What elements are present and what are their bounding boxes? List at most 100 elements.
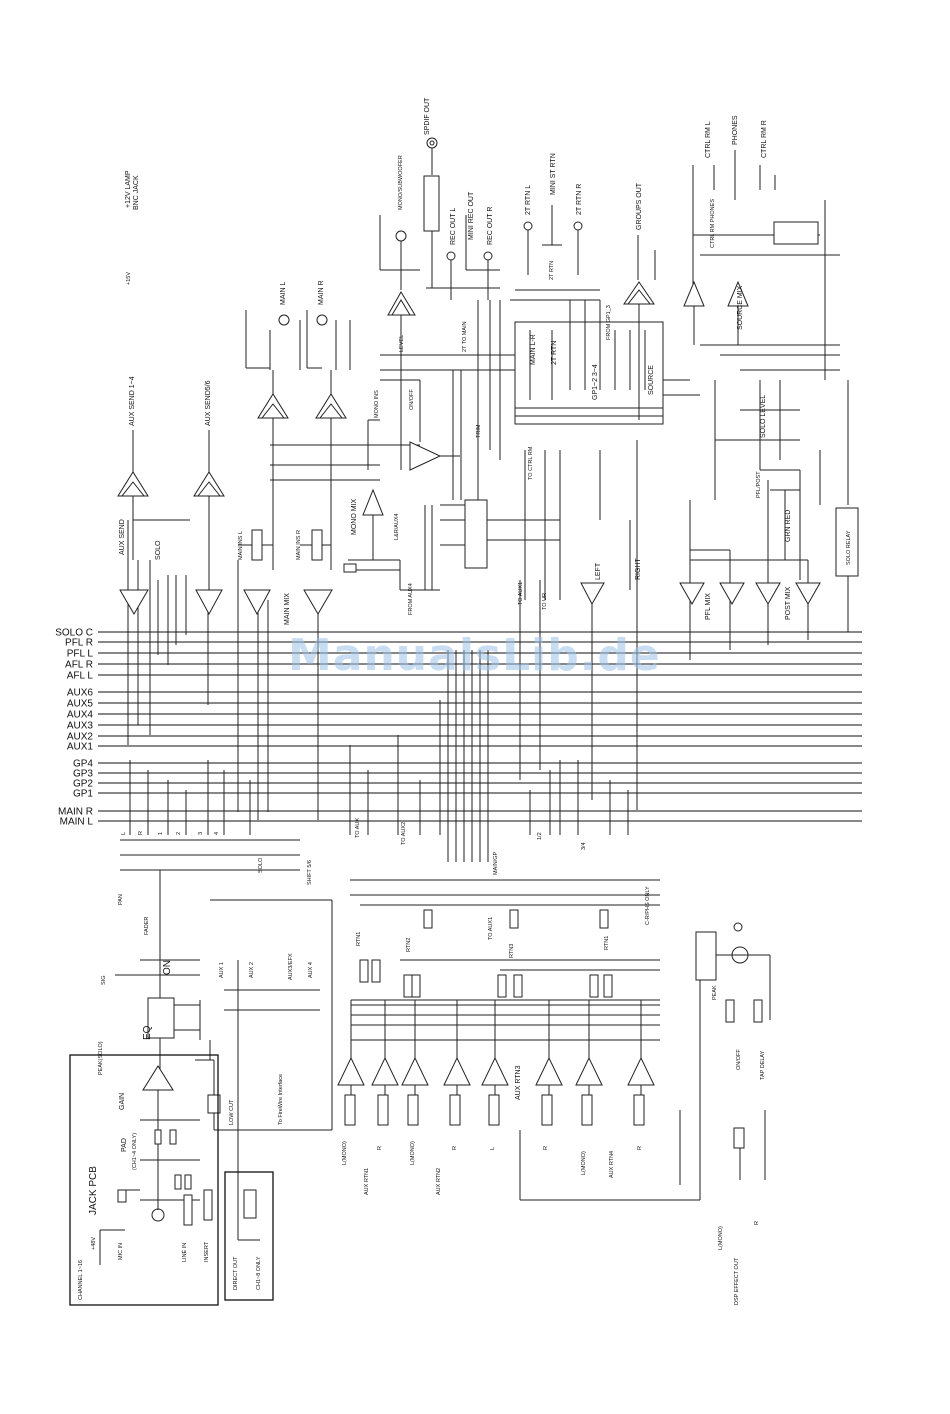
tap-delay-label: TAP DELAY <box>760 1050 766 1080</box>
ch-btn-r: R <box>138 831 144 835</box>
2t-to-main-label: 2T TO MAIN <box>462 321 468 352</box>
mic-in-label: MIC IN <box>118 1243 124 1260</box>
aux-send-5-6-label: AUX SEND5/6 <box>205 380 212 426</box>
aux4-label: AUX 4 <box>308 962 314 978</box>
solo-relay-label: SOLO RELAY <box>846 530 852 565</box>
2t-rtn-l-label: 2T RTN L <box>525 185 532 215</box>
vertical-feeds <box>127 520 849 862</box>
ch1-8-label: CH1~8 ONLY <box>256 1256 262 1290</box>
to-aux2-label: TO AUX2 <box>401 822 407 845</box>
rtn2-label: RTN2 <box>406 938 412 952</box>
2t-rtn-r-label: 2T RTN R <box>576 184 583 215</box>
rec-out-l-label: REC OUT L <box>450 208 457 245</box>
peak-solo-label: PEAK(SOLO) <box>98 1041 104 1075</box>
aux-rtn4-l-label: L(MONO) <box>581 1151 587 1175</box>
grn-red-label: GRN RED <box>785 510 792 542</box>
bus-label: AUX4 <box>67 710 94 721</box>
rtn3-label: RTN3 <box>509 944 515 958</box>
bnc-jack-label: BNC JACK <box>133 175 140 210</box>
insert-label: INSERT <box>204 1241 210 1262</box>
from-gp-label: FROM GP1_3 <box>606 305 612 340</box>
to-ctrl-rm-label: TO CTRL RM <box>528 446 534 480</box>
phones-label: PHONES <box>732 115 739 145</box>
bus-label: GP1 <box>73 789 93 800</box>
aux-rtn2-l-label: L(MONO) <box>410 1141 416 1165</box>
label-1-2: 1/2 <box>537 832 543 840</box>
mini-st-rtn-label: MINI ST RTN <box>550 153 557 195</box>
pfl-post-label: PFL/POST <box>756 471 762 498</box>
2t-rtn-top-label: 2T RTN <box>549 261 555 280</box>
aux-rtn4-label: AUX RTN4 <box>609 1151 615 1178</box>
bus-label: MAIN L <box>60 817 94 828</box>
source-label: SOURCE <box>648 365 655 395</box>
aux-rtn2-label: AUX RTN2 <box>436 1168 442 1195</box>
ch-btn-4: 4 <box>214 832 220 835</box>
ctrl-rm-r-label: CTRL RM R <box>761 120 768 158</box>
right-label: RIGHT <box>635 558 642 581</box>
main-ins-r-label: MAIN INS R <box>296 530 302 560</box>
trim-label: TRIM <box>476 424 482 438</box>
mono-mix-label: MONO MIX <box>351 499 358 535</box>
ch-btn-l: L <box>121 832 127 835</box>
main-gp-label: MAIN/GP <box>493 851 499 875</box>
sig-label: SIG <box>101 976 107 985</box>
lr-aux4-label: L&R/AUX4 <box>394 513 400 540</box>
shift-56-label: SHIFT 5/6 <box>307 860 313 885</box>
channel-strip <box>69 839 333 1306</box>
direct-out-label: DIRECT OUT <box>233 1256 239 1290</box>
groups-out-label: GROUPS OUT <box>636 182 643 230</box>
level-label: LEVEL <box>399 335 405 352</box>
bus-label: AFL R <box>65 660 93 671</box>
rec-out-r-label: REC OUT R <box>487 207 494 245</box>
bus-label: AFL L <box>67 671 94 682</box>
output-section <box>117 137 859 616</box>
dsp-out-r-label: R <box>754 1221 760 1225</box>
ch1-4-label: (CH1~4 ONLY) <box>132 1133 138 1170</box>
rtn1-label: RTN1 <box>356 932 362 946</box>
aux-rtn2-r-label: R <box>452 1146 458 1150</box>
line-in-label: LINE IN <box>182 1243 188 1262</box>
bus-label: AUX5 <box>67 699 94 710</box>
mono-ins-label: MONO INS <box>374 390 380 418</box>
main-mix-label: MAIN MIX <box>284 593 291 625</box>
low-cut-label: LOW CUT <box>229 1099 235 1125</box>
pad-label: PAD <box>121 1138 128 1152</box>
ctrl-rm-phones-label: CTRL RM PHONES <box>710 199 716 248</box>
firewire-label: To FireWire Interface <box>278 1074 284 1125</box>
from-aux4-label: FROM AUX4 <box>408 583 414 615</box>
to-aux1-label: TO AUX1 <box>518 582 524 605</box>
bus-label: PFL L <box>67 649 94 660</box>
to-aux-label: TO AUX <box>355 818 361 838</box>
gp-label: GP1~2 3~4 <box>592 364 599 400</box>
source-mix-label: SOURCE MIX <box>737 285 744 330</box>
bus-label: GP3 <box>73 769 93 780</box>
fader-label: FADER <box>144 917 150 935</box>
ch-btn-2: 2 <box>176 832 182 835</box>
ch-btn-3: 3 <box>198 832 204 835</box>
dsp-effect-out-label: DSP EFFECT OUT <box>734 1257 740 1305</box>
pan-label: PAN <box>118 894 124 905</box>
main-ins-l-label: MAIN INS L <box>238 531 244 560</box>
bus-label: AUX1 <box>67 742 94 753</box>
spdif-out-label: SPDIF OUT <box>424 97 431 135</box>
solo-ch-label: SOLO <box>258 857 264 873</box>
solo-top-label: SOLO <box>155 540 162 560</box>
bus-label: GP2 <box>73 779 93 790</box>
aux-rtn1-r-label: R <box>377 1146 383 1150</box>
2t-rtn-box-label: 2T RTN <box>551 341 558 365</box>
jack-pcb-label: JACK PCB <box>88 1166 99 1215</box>
mini-rec-out-label: MINI REC OUT <box>468 191 475 240</box>
aux-returns <box>337 879 771 1201</box>
solo-level-label: SOLO LEVEL <box>760 395 767 438</box>
main-l-label: MAIN L <box>280 282 287 305</box>
lamp-label: +12V LAMP <box>125 170 132 208</box>
bus-label: AUX6 <box>67 688 94 699</box>
ctrl-rm-l-label: CTRL RM L <box>705 121 712 158</box>
aux1-label: AUX 1 <box>219 962 225 978</box>
bus-label: MAIN R <box>58 807 93 818</box>
ch-btn-1: 1 <box>158 832 164 835</box>
aux-rtn1-label: AUX RTN1 <box>364 1168 370 1195</box>
bus-label: AUX3 <box>67 721 94 732</box>
